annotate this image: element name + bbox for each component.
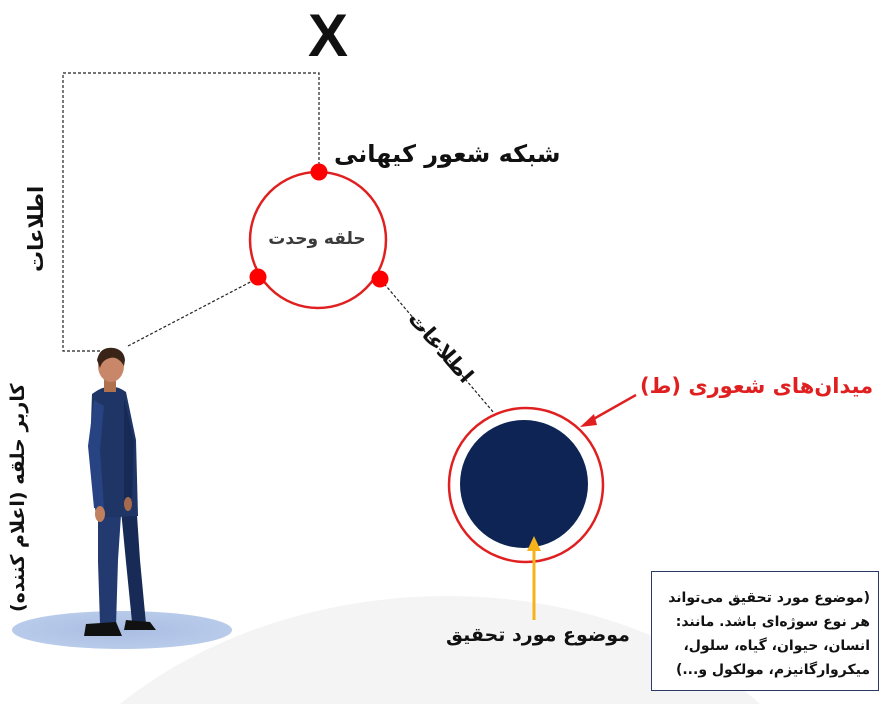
subject-note-box: (موضوع مورد تحقیق می‌تواند هر نوع سوژه‌ا…	[651, 571, 879, 691]
cosmic-consciousness-network-label: شبکه شعور کیهانی	[334, 140, 561, 168]
note-line: هر نوع سوژه‌ای باشد. مانند:	[675, 614, 870, 630]
fields-arrow-head	[580, 414, 597, 427]
unity-circle-label: حلقه وحدت	[268, 229, 366, 249]
research-subject-label: موضوع مورد تحقیق	[446, 624, 630, 646]
circle-to-subject-line	[380, 279, 495, 414]
information-label-left: اطلاعات	[24, 185, 48, 272]
person-icon	[84, 347, 156, 636]
subject-arrow-head	[527, 536, 541, 551]
consciousness-fields-label: میدان‌های شعوری (ط)	[640, 374, 874, 398]
fields-arrow-shaft	[589, 393, 637, 423]
user-to-circle-line	[127, 277, 259, 347]
research-subject-disk	[460, 420, 588, 548]
note-line: انسان، حیوان، گیاه، سلول،	[683, 638, 870, 654]
unity-circle-node-right	[371, 270, 389, 288]
background-arc	[120, 596, 760, 704]
info-loop-line	[62, 72, 320, 352]
note-line: میکروارگانیزم، مولکول و...)	[675, 662, 870, 678]
note-line: (موضوع مورد تحقیق می‌تواند	[668, 590, 870, 606]
x-mark-label: X	[308, 2, 349, 69]
floor-shadow	[12, 611, 232, 649]
unity-circle-node-top	[310, 163, 328, 181]
ring-user-label: کاربر حلقه (اعلام کننده)	[7, 383, 29, 612]
unity-circle-node-left	[249, 268, 267, 286]
